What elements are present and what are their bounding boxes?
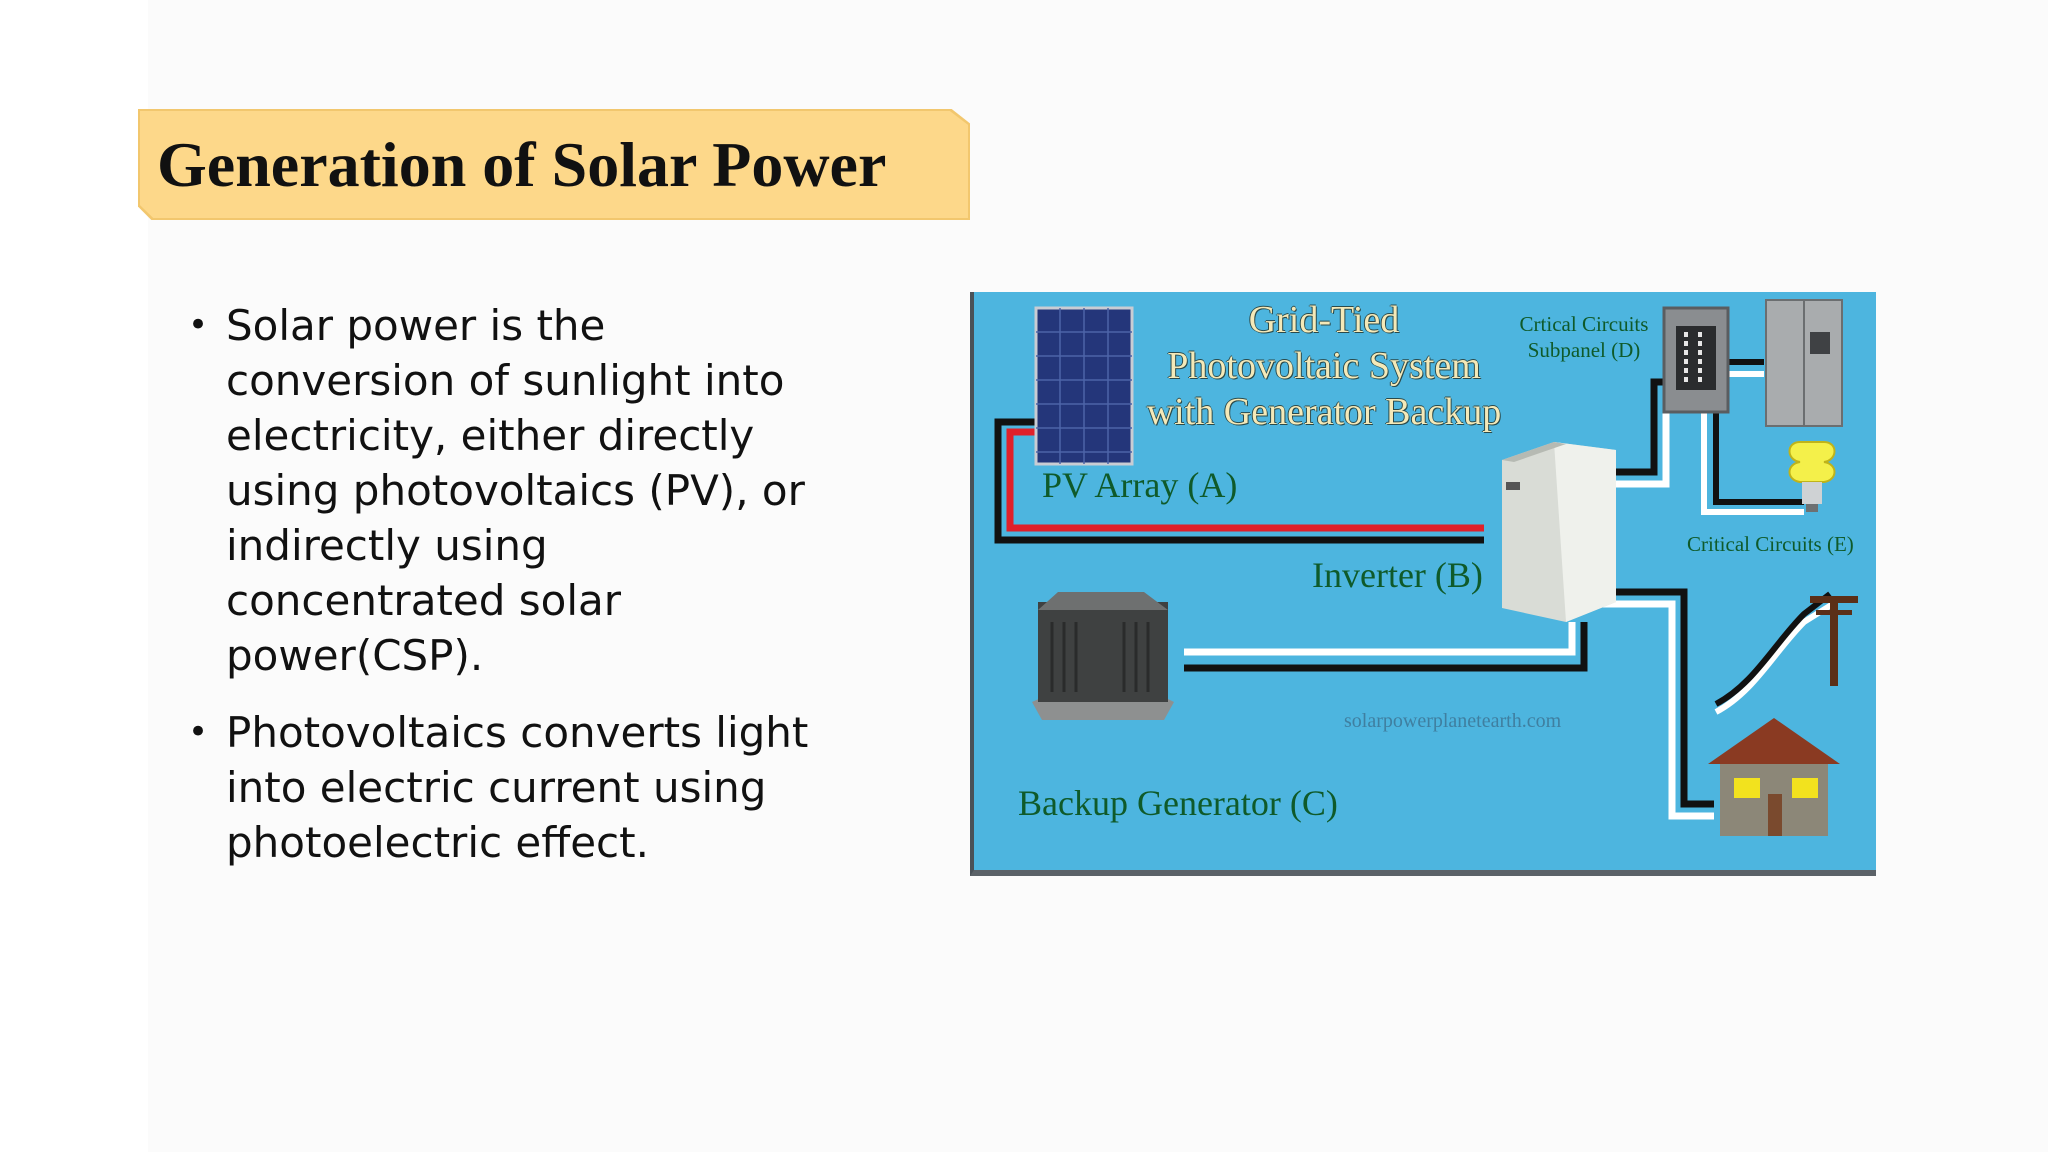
bullet-list: • Solar power is the conversion of sunli…	[184, 298, 824, 892]
inverter-label: Inverter (B)	[1312, 555, 1483, 595]
grid-wires	[1602, 588, 1838, 820]
generator-icon	[1032, 592, 1174, 720]
utility-pole-icon	[1810, 596, 1858, 686]
refrigerator-icon	[1765, 299, 1843, 427]
subpanel-label-line2: Subpanel (D)	[1527, 338, 1641, 362]
bullet-marker: •	[188, 305, 209, 345]
subpanel-label-line1: Crtical Circuits	[1519, 312, 1649, 336]
critical-circuits-label: Critical Circuits (E)	[1687, 532, 1854, 556]
diagram-title-line: with Generator Backup	[1146, 391, 1502, 433]
slide-title: Generation of Solar Power	[157, 129, 887, 200]
bullet-text: Solar power is the conversion of sunligh…	[226, 301, 805, 680]
pv-array-label: PV Array (A)	[1042, 465, 1238, 505]
title-banner	[140, 111, 968, 218]
light-bulb-icon	[1788, 441, 1836, 512]
watermark: solarpowerplanetearth.com	[1344, 710, 1562, 732]
diagram-graphics	[994, 299, 1858, 836]
subpanel-wires	[1604, 378, 1670, 488]
diagram-title: Grid-Tied Photovoltaic System with Gener…	[1134, 297, 1514, 435]
bullet-marker: •	[188, 712, 209, 752]
inverter-icon	[1502, 442, 1616, 622]
pv-system-diagram: Grid-Tied Photovoltaic System with Gener…	[970, 292, 1876, 876]
backup-generator-label: Backup Generator (C)	[1018, 783, 1338, 823]
bullet-item: • Photovoltaics converts light into elec…	[184, 705, 824, 870]
generator-wires	[1184, 622, 1588, 672]
solar-panel-icon	[1034, 306, 1134, 466]
bullet-text: Photovoltaics converts light into electr…	[226, 708, 809, 867]
pv-wires	[994, 418, 1484, 544]
house-icon	[1708, 718, 1840, 836]
diagram-title-line: Photovoltaic System	[1167, 345, 1481, 387]
diagram-title-line: Grid-Tied	[1248, 299, 1400, 341]
breaker-panel-icon	[1662, 306, 1730, 414]
bullet-item: • Solar power is the conversion of sunli…	[184, 298, 824, 683]
critical-wires	[1701, 359, 1804, 515]
